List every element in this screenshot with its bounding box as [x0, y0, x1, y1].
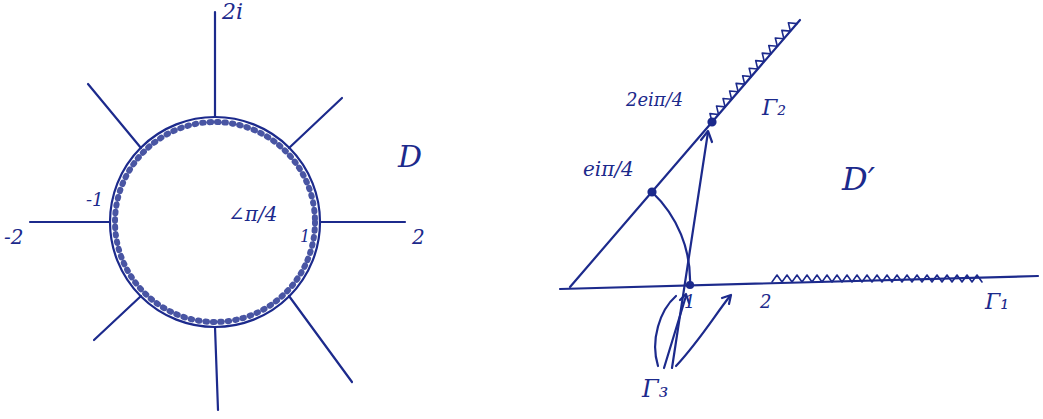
arrowhead	[722, 295, 731, 304]
region-label: D′	[842, 162, 875, 197]
point-label: 2eiπ/4	[626, 90, 683, 110]
contour-arrow	[655, 296, 676, 366]
ray	[88, 84, 141, 148]
arc	[652, 192, 690, 285]
axis-label: 2	[760, 292, 771, 312]
ray	[289, 296, 352, 382]
ray	[215, 327, 218, 410]
contour-label: Γ₃	[642, 376, 668, 402]
ray	[30, 221, 110, 223]
axis-label: 1	[684, 292, 695, 312]
ray	[320, 221, 405, 223]
angle-label: ∠π/4	[228, 203, 277, 225]
point-label: eiπ/4	[583, 158, 634, 180]
ray-pi-4	[570, 20, 800, 287]
point	[649, 189, 656, 196]
ray	[289, 98, 342, 148]
axis-label: 2i	[222, 0, 243, 24]
axis-label: -1	[86, 190, 104, 210]
contour-label: Γ₂	[762, 96, 786, 120]
arrowhead	[701, 131, 712, 142]
circle-hatching	[115, 122, 315, 322]
contour-label: Γ₁	[985, 290, 1009, 314]
ray	[214, 12, 216, 117]
region-label: D	[398, 140, 422, 173]
boundary-hatching	[772, 275, 982, 282]
boundary-hatching	[707, 19, 797, 122]
ray	[94, 296, 141, 340]
axis-label: -2	[4, 226, 23, 248]
axis-label: 1	[300, 228, 310, 246]
axis-label: 2	[412, 226, 425, 248]
real-axis	[560, 276, 1038, 289]
point	[687, 282, 693, 288]
